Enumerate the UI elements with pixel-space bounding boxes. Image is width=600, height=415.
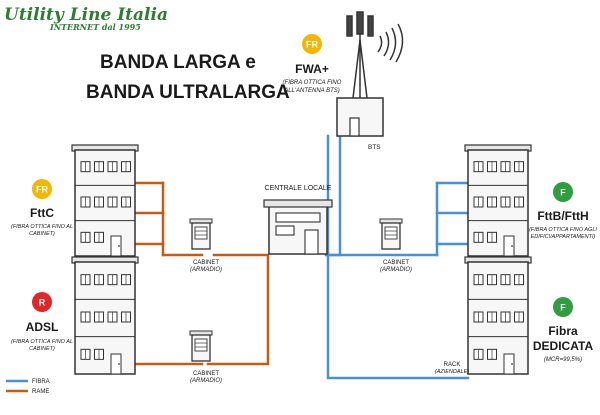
brand-logo: Utility Line Italia INTERNET dal 1995 <box>4 5 168 32</box>
fttb-title: FttB/FttH <box>537 209 588 223</box>
fttb-desc-2: EDIFICI/APPARTAMENTI) <box>531 234 596 240</box>
door <box>110 353 122 375</box>
f-badge <box>553 182 573 202</box>
cabinet-top-left <box>189 218 213 250</box>
cabinet-bottom-label: CABINET <box>193 371 219 377</box>
adsl-node: R ADSL (FIBRA OTTICA FINO AL CABINET) <box>11 292 73 352</box>
fttc-badge-label: FR <box>36 185 48 195</box>
door <box>110 235 122 257</box>
dedicated-title-2: DEDICATA <box>533 339 594 353</box>
fttc-desc-1: (FIBRA OTTICA FINO AL <box>11 224 73 230</box>
cabinet-top-right <box>379 218 403 250</box>
adsl-title: ADSL <box>26 320 59 334</box>
fttc-desc-2: CABINET) <box>29 231 55 237</box>
fttb-desc-1: (FIBRA OTTICA FINO AGLI <box>529 227 597 233</box>
building-fttc <box>71 144 139 257</box>
fwa-node: FR FWA+ (FIBRA OTTICA FINO ALL'ANTENNA B… <box>283 34 342 94</box>
cabinet-top-right-sublabel: (ARMADIO) <box>380 267 412 273</box>
fr-badge <box>302 34 322 54</box>
title-line-2: BANDA ULTRALARGA <box>86 82 290 103</box>
door-knob <box>511 363 513 365</box>
bts-label: BTS <box>368 144 381 151</box>
f-badge <box>553 297 573 317</box>
building-adsl <box>71 256 139 375</box>
cabinet-bottom-sublabel: (ARMADIO) <box>190 378 222 384</box>
rack-sublabel: (AZIENDALE) <box>435 369 469 375</box>
building-dedicated <box>464 256 532 375</box>
central-label: CENTRALE LOCALE <box>265 185 332 192</box>
cabinet-top-right-label: CABINET <box>383 260 409 266</box>
dedicated-title-1: Fibra <box>548 324 578 338</box>
adsl-badge-label: R <box>39 298 46 308</box>
adsl-desc-1: (FIBRA OTTICA FINO AL <box>11 339 73 345</box>
fttb-node: F FttB/FttH (FIBRA OTTICA FINO AGLI EDIF… <box>529 182 597 240</box>
fttb-badge-label: F <box>560 188 566 198</box>
cabinet-door <box>194 338 208 352</box>
fwa-desc-1: (FIBRA OTTICA FINO <box>283 80 342 86</box>
door-knob <box>511 245 513 247</box>
copper-connections <box>133 181 270 366</box>
rack-label: RACK <box>444 362 461 368</box>
fiber-connections <box>324 134 470 380</box>
fwa-desc-2: ALL'ANTENNA BTS) <box>283 88 340 94</box>
door-knob <box>118 245 120 247</box>
door-knob <box>118 363 120 365</box>
fwa-badge-label: FR <box>306 40 318 50</box>
legend: FIBRA RAME <box>6 379 50 395</box>
bts-tower <box>346 11 404 99</box>
adsl-desc-2: CABINET) <box>29 346 55 352</box>
legend-fiber-label: FIBRA <box>32 379 50 385</box>
cabinet-door <box>194 226 208 240</box>
dedicated-desc: (MCR=99,5%) <box>544 357 582 363</box>
cabinet-door <box>384 226 398 240</box>
door <box>503 353 515 375</box>
bts-building <box>336 97 384 137</box>
cabinet-bottom <box>189 330 213 362</box>
fiber-dedicated-line <box>326 253 470 380</box>
brand-name: Utility Line Italia <box>4 5 168 25</box>
building-fttb <box>464 144 532 257</box>
legend-copper-label: RAME <box>32 389 49 395</box>
brand-tagline: INTERNET dal 1995 <box>49 22 141 32</box>
door <box>503 235 515 257</box>
fiber-bts-line <box>326 134 342 257</box>
copper-cabinet-to-central <box>206 253 270 366</box>
cabinet-top-left-sublabel: (ARMADIO) <box>190 267 222 273</box>
fttc-node: FR FttC (FIBRA OTTICA FINO AL CABINET) <box>11 179 73 237</box>
title-line-1: BANDA LARGA e <box>100 52 256 73</box>
fwa-title: FWA+ <box>295 62 329 76</box>
cabinet-top-left-label: CABINET <box>193 260 219 266</box>
central-building <box>263 199 333 255</box>
dedicated-badge-label: F <box>560 303 566 313</box>
fr-badge <box>32 179 52 199</box>
fttc-title: FttC <box>30 206 54 220</box>
dedicated-node: F Fibra DEDICATA (MCR=99,5%) <box>533 297 594 363</box>
r-badge <box>32 292 52 312</box>
